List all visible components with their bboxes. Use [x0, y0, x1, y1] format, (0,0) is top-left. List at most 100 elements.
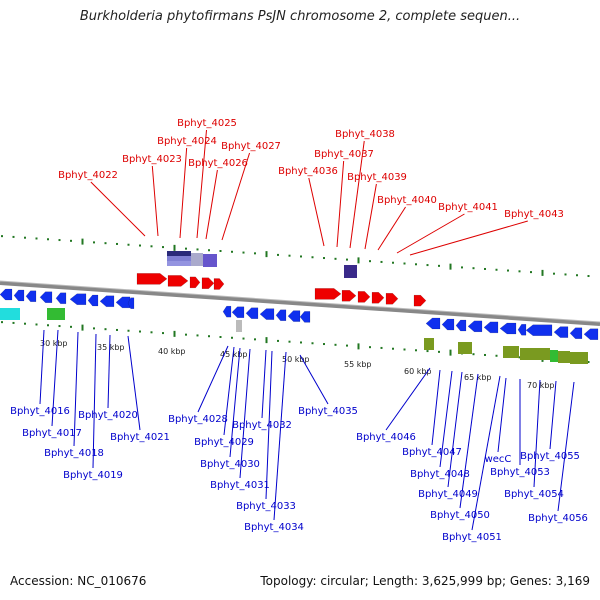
feature-box	[550, 350, 558, 362]
bottom-gene-label: Bphyt_4056	[528, 513, 588, 524]
forward-gene	[371, 292, 385, 304]
reverse-gene	[87, 294, 99, 307]
bottom-gene-leader	[549, 380, 557, 450]
reverse-gene	[115, 296, 131, 309]
top-gene-leader	[205, 169, 218, 240]
bottom-gene-leader	[229, 347, 241, 458]
bottom-gene-label: Bphyt_4020	[78, 410, 138, 421]
reverse-gene	[483, 321, 499, 334]
bottom-gene-leader	[471, 375, 501, 531]
scale-label: 30 kbp	[40, 339, 68, 348]
bottom-gene-label: Bphyt_4050	[430, 510, 490, 521]
top-gene-label: Bphyt_4039	[347, 172, 407, 183]
map-title: Burkholderia phytofirmans PsJN chromosom…	[79, 9, 521, 24]
bottom-gene-leader	[273, 351, 287, 521]
bottom-gene-label: Bphyt_4018	[44, 448, 104, 459]
scale-label: 40 kbp	[158, 347, 186, 356]
bottom-gene-leader	[265, 350, 273, 500]
reverse-gene	[499, 322, 517, 335]
bottom-gene-leader	[385, 367, 431, 431]
feature-box	[191, 253, 203, 266]
reverse-gene	[553, 326, 569, 338]
bottom-gene-label: Bphyt_4054	[504, 489, 564, 500]
reverse-gene	[99, 295, 115, 308]
feature-box	[458, 342, 472, 354]
scale-label: 35 kbp	[97, 343, 125, 352]
bottom-gene-label: Bphyt_4055	[520, 451, 580, 462]
bottom-gene-label: Bphyt_4031	[210, 480, 270, 491]
scale-label: 60 kbp	[404, 367, 432, 376]
forward-gene	[385, 292, 399, 305]
bottom-gene-leader	[447, 371, 463, 488]
scale-label: 50 kbp	[282, 355, 310, 364]
top-gene-label: Bphyt_4026	[188, 158, 248, 169]
bottom-gene-leader	[197, 345, 229, 413]
top-gene-label: Bphyt_4040	[377, 195, 437, 206]
reverse-gene	[259, 308, 275, 320]
feature-box	[236, 320, 242, 332]
top-gene-leader	[308, 177, 325, 247]
bottom-gene-leader	[51, 329, 59, 427]
top-gene-leader	[90, 181, 146, 237]
reverse-gene	[39, 291, 53, 303]
reverse-gene	[231, 306, 245, 319]
reverse-gene	[467, 320, 483, 333]
genome-summary: Topology: circular; Length: 3,625,999 bp…	[260, 574, 590, 588]
feature-box	[47, 308, 65, 320]
top-gene-label: Bphyt_4038	[335, 129, 395, 140]
forward-gene	[314, 288, 342, 300]
reverse-gene	[0, 288, 13, 301]
top-gene-leader	[396, 213, 465, 254]
feature-box	[520, 348, 550, 360]
bottom-gene-label: Bphyt_4046	[356, 432, 416, 443]
scale-label: 45 kbp	[220, 350, 248, 359]
bottom-gene-leader	[39, 329, 45, 405]
reverse-gene	[13, 289, 25, 302]
feature-box	[424, 338, 434, 350]
bottom-gene-label: Bphyt_4019	[63, 470, 123, 481]
feature-box	[167, 256, 191, 266]
bottom-gene-leader	[533, 379, 541, 488]
top-gene-leader	[151, 165, 159, 237]
reverse-gene	[245, 307, 259, 319]
top-gene-label: Bphyt_4041	[438, 202, 498, 213]
top-gene-leader	[196, 129, 207, 239]
feature-box	[344, 265, 357, 278]
scale-label: 70 kbp	[527, 381, 555, 390]
forward-gene	[357, 291, 371, 303]
feature-box	[0, 308, 20, 320]
top-gene-leader	[377, 206, 406, 251]
top-gene-label: Bphyt_4037	[314, 149, 374, 160]
bottom-gene-label: Bphyt_4030	[200, 459, 260, 470]
bottom-gene-leader	[73, 331, 79, 447]
top-gene-label: Bphyt_4043	[504, 209, 564, 220]
reverse-gene	[425, 317, 441, 330]
top-gene-label: Bphyt_4024	[157, 136, 217, 147]
feature-box	[503, 346, 519, 358]
bottom-gene-leader	[223, 346, 235, 436]
bottom-gene-leader	[431, 369, 441, 446]
bottom-gene-leader	[107, 334, 111, 409]
reverse-gene	[69, 293, 87, 306]
bottom-gene-label: Bphyt_4032	[232, 420, 292, 431]
feature-box	[203, 254, 217, 267]
top-gene-leader	[409, 220, 528, 256]
reverse-gene	[127, 297, 135, 309]
forward-gene	[167, 275, 189, 287]
reverse-gene	[222, 305, 232, 318]
forward-gene	[213, 278, 225, 290]
feature-box	[570, 352, 588, 364]
top-gene-label: Bphyt_4036	[278, 166, 338, 177]
feature-box	[558, 351, 570, 363]
bottom-gene-label: Bphyt_4049	[418, 489, 478, 500]
top-gene-label: Bphyt_4022	[58, 170, 118, 181]
reverse-gene	[583, 328, 599, 340]
bottom-gene-label: Bphyt_4017	[22, 428, 82, 439]
reverse-gene	[275, 309, 287, 322]
bottom-gene-leader	[239, 348, 251, 479]
bottom-gene-leader	[557, 381, 575, 512]
top-gene-leader	[336, 160, 345, 248]
top-gene-leader	[179, 147, 188, 239]
bottom-gene-leader	[459, 373, 479, 509]
